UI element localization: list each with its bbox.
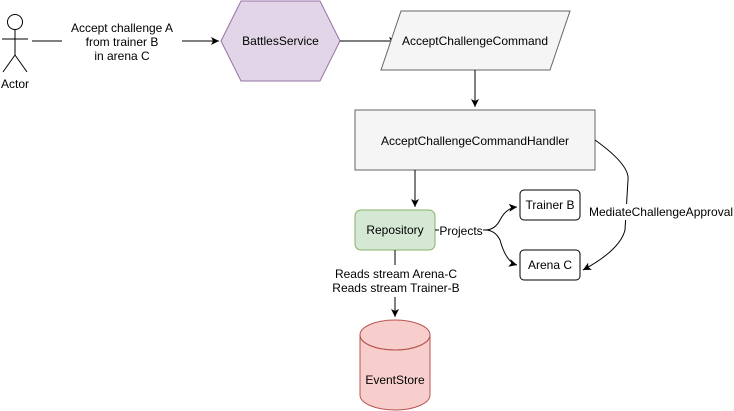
edge-label-background xyxy=(331,265,461,297)
edge-label-actor-line3: in arena C xyxy=(94,49,150,63)
accept-challenge-command-node[interactable] xyxy=(380,10,571,71)
edge-label-background xyxy=(439,223,483,239)
arena-c-label: Arena C xyxy=(528,258,572,272)
edge-repository-to-arena xyxy=(484,229,518,267)
event-store-label: EventStore xyxy=(365,373,425,387)
handler-label: AcceptChallengeCommandHandler xyxy=(381,134,569,148)
event-store-node[interactable] xyxy=(359,319,431,411)
edge-label-reads-line2: Reads stream Trainer-B xyxy=(332,281,459,295)
edge-label-reads-line1: Reads stream Arena-C xyxy=(335,267,457,281)
edge-label-background xyxy=(586,204,734,220)
trainer-b-label: Trainer B xyxy=(526,198,575,212)
repository-label: Repository xyxy=(366,223,423,237)
battles-service-label: BattlesService xyxy=(242,34,319,48)
edge-repository-to-trainer xyxy=(435,203,518,231)
arena-c-node[interactable] xyxy=(519,249,581,281)
edge-label-background xyxy=(62,19,182,64)
trainer-b-node[interactable] xyxy=(519,189,581,221)
edge-label-projects: Projects xyxy=(439,224,482,238)
edge-label-actor-line1: Accept challenge A xyxy=(71,21,173,35)
accept-challenge-command-label: AcceptChallengeCommand xyxy=(402,34,548,48)
accept-challenge-command-handler-node[interactable] xyxy=(354,109,596,171)
edge-label-mediate: MediateChallengeApproval xyxy=(589,205,733,219)
edge-label-actor-line2: from trainer B xyxy=(86,35,159,49)
actor-label: Actor xyxy=(1,77,29,91)
actor-icon xyxy=(2,14,28,73)
